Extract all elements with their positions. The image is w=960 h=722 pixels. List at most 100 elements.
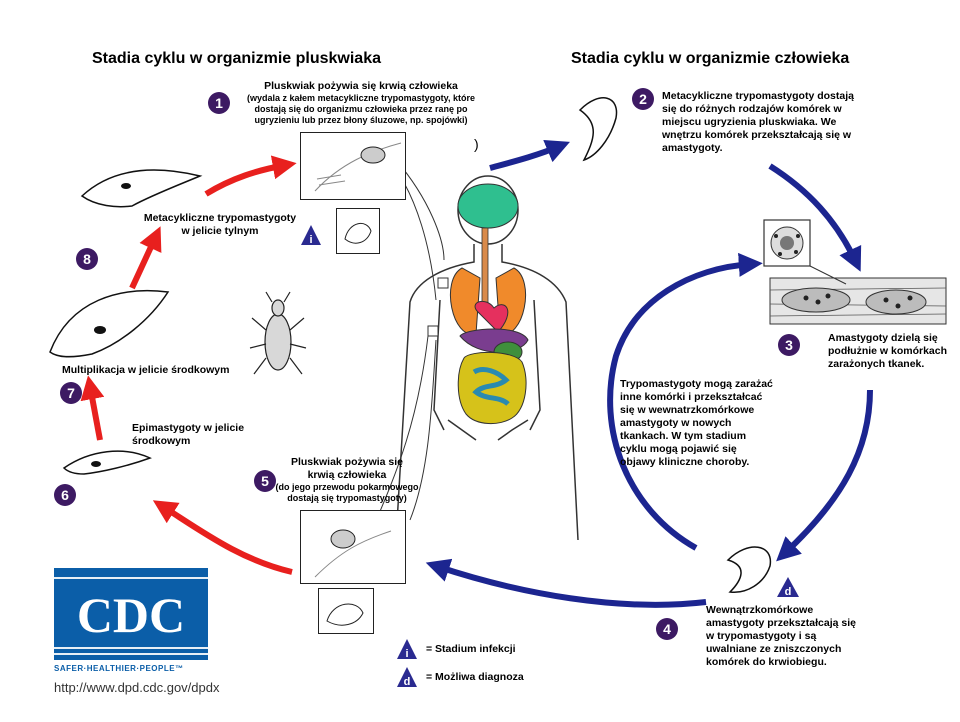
step-1-trypomastigote-inset (336, 208, 380, 254)
infective-stage-icon: i (301, 225, 321, 246)
note-line-2: inne komórki i przekształcać (620, 391, 763, 403)
infected-cell-inset (763, 219, 847, 285)
step-2-number: 2 (632, 88, 654, 110)
step-6-line-2: środkowym (132, 435, 191, 447)
step-5-title-line-2: krwią człowieka (307, 469, 387, 481)
step-5-trypomastigote-inset (318, 588, 374, 634)
note-line-5: tkankach. W tym stadium (620, 430, 747, 442)
step-1-title: Pluskwiak pożywia się krwią człowieka (264, 80, 458, 92)
legend: i = Stadium infekcji d = Możliwa diagnoz… (396, 638, 596, 688)
note-line-7: objawy kliniczne choroby. (620, 456, 750, 468)
step-1-number: 1 (208, 92, 230, 114)
step-5-detail-line-2: dostają się trypomastygoty) (287, 493, 407, 503)
arrow-reinfection-loop (607, 252, 763, 551)
step-1-bug-feeding-panel (300, 132, 406, 200)
vector-stages-title: Stadia cyklu w organizmie pluskwiaka (92, 50, 381, 67)
note-line-3: się w wewnatrzkomórkowe (620, 404, 755, 416)
step-4-number: 4 (656, 618, 678, 640)
step-4-line-2: amastygoty przekształcają się (706, 617, 856, 629)
trypomastigote-inset-drawing (344, 223, 372, 244)
triatomine-bug-drawing (249, 291, 307, 375)
human-stages-title: Stadia cyklu w organizmie człowieka (571, 50, 850, 67)
cdc-logo: CDC (54, 568, 208, 660)
step-1-text: Pluskwiak pożywia się krwią człowieka (w… (236, 80, 486, 126)
svg-text:d: d (785, 586, 792, 598)
arrow-4-to-5 (425, 558, 707, 608)
step-3-line-3: zarażonych tkanek. (828, 358, 925, 370)
bug-feeding-drawing (314, 142, 402, 192)
diagnostic-stage-icon: d (777, 577, 799, 598)
arrow-2-to-3 (768, 163, 862, 272)
step-6-line-1: Epimastygoty w jelicie (132, 422, 245, 434)
step-5-bug-feeding-panel (300, 510, 406, 584)
arrow-3-to-4 (776, 389, 873, 562)
cdc-tagline: SAFER·HEALTHIER·PEOPLE™ (54, 664, 184, 673)
infected-tissue-drawing (769, 277, 947, 325)
arrow-7-to-8 (129, 226, 162, 290)
svg-text:d: d (404, 676, 411, 688)
arrow-6-to-7 (80, 375, 105, 441)
arrow-5-to-6 (152, 500, 293, 575)
parasite-drawings (49, 97, 772, 593)
step-4-line-1: Wewnątrzkomórkowe (706, 604, 814, 616)
legend-infective-icon: i (397, 639, 417, 660)
step-1-detail-line-1: (wydala z kałem metacykliczne trypomasty… (247, 93, 475, 103)
step-8-number: 8 (76, 248, 98, 270)
step-7-text: Multiplikacja w jelicie środkowym (62, 364, 262, 377)
epimastigote-stage6-drawing (62, 450, 152, 475)
arrow-1-to-2 (489, 139, 570, 171)
step-1-detail-line-3: ugryzieniu lub przez błony śluzowe, np. … (254, 115, 468, 125)
step-4-line-3: w trypomastygoty i są (706, 630, 817, 642)
step-2-line-2: się do różnych rodzajów komórek w (662, 103, 842, 115)
diagnostic-stage-marker-4: d (776, 576, 800, 598)
step-7-line-1: Multiplikacja w jelicie środkowym (62, 364, 230, 376)
step-2-text: Metacykliczne trypomastygoty dostają się… (662, 90, 902, 155)
trypomastigote-stage4-drawing (726, 546, 772, 593)
reinfection-note: Trypomastygoty mogą zarażać inne komórki… (620, 378, 800, 469)
step-4-line-5: komórek do krwiobiegu. (706, 656, 827, 668)
step-3-line-2: podłużnie w komórkach (828, 345, 948, 357)
bug-feeding-drawing-5 (314, 529, 392, 578)
trypomastigote-stage2-drawing (578, 97, 618, 162)
heart-organ (474, 300, 509, 333)
legend-diagnostic-icon: d (397, 667, 417, 688)
trypomastigote-inset-drawing-5 (326, 603, 364, 626)
svg-text:i: i (405, 648, 408, 660)
step-4-text: Wewnątrzkomórkowe amastygoty przekształc… (706, 604, 926, 669)
note-line-4: amastygoty w nowych (620, 417, 732, 429)
trypomastigote-stage7-drawing (49, 289, 170, 358)
step-5-detail-line-1: (do jego przewodu pokarmowego (275, 482, 419, 492)
step-3-line-1: Amastygoty dzielą się (828, 332, 938, 344)
step-6-text: Epimastygoty w jelicie środkowym (132, 422, 262, 448)
trypomastigote-stage8-drawing (80, 169, 203, 208)
cdc-url-link[interactable]: http://www.dpd.cdc.gov/dpdx (54, 680, 220, 695)
cdc-logo-stripes: CDC (54, 577, 208, 655)
step-1-detail-line-2: dostają się do organizmu człowieka przez… (254, 104, 468, 114)
step-5-title-line-1: Pluskwiak pożywia się (290, 456, 404, 468)
step-4-line-4: uwalniane ze zniszczonych (706, 643, 842, 655)
legend-diagnostic-label: = Możliwa diagnoza (426, 670, 524, 683)
step-2-line-5: amastygoty. (662, 142, 723, 154)
step-3-number: 3 (778, 334, 800, 356)
legend-infective-label: = Stadium infekcji (426, 642, 516, 655)
arrow-8-to-1 (204, 155, 297, 197)
small-intestine-coils (472, 367, 510, 406)
step-2-line-4: wnętrzu komórek przekształcają się w (662, 129, 852, 141)
brain-organ (457, 183, 519, 229)
step-8-line-1: Metacykliczne trypomastygoty (143, 212, 297, 224)
step-6-number: 6 (54, 484, 76, 506)
legend-diagnostic: d = Możliwa diagnoza (396, 666, 596, 688)
stray-parenthesis: ) (474, 136, 479, 152)
step-5-text: Pluskwiak pożywia się krwią człowieka (d… (272, 456, 422, 504)
note-line-1: Trypomastygoty mogą zarażać (620, 378, 773, 390)
infective-stage-marker-1: i (300, 224, 322, 246)
step-8-line-2: w jelicie tylnym (181, 225, 259, 237)
step-2-line-3: miejscu ugryzienia pluskwiaka. We (662, 116, 837, 128)
step-8-text: Metacykliczne trypomastygoty w jelicie t… (130, 212, 310, 238)
svg-text:CDC: CDC (77, 587, 185, 643)
step-2-line-1: Metacykliczne trypomastygoty dostają (662, 90, 854, 102)
step-3-text: Amastygoty dzielą się podłużnie w komórk… (828, 332, 954, 371)
step-7-number: 7 (60, 382, 82, 404)
note-line-6: cyklu mogą pojawić się (620, 443, 737, 455)
